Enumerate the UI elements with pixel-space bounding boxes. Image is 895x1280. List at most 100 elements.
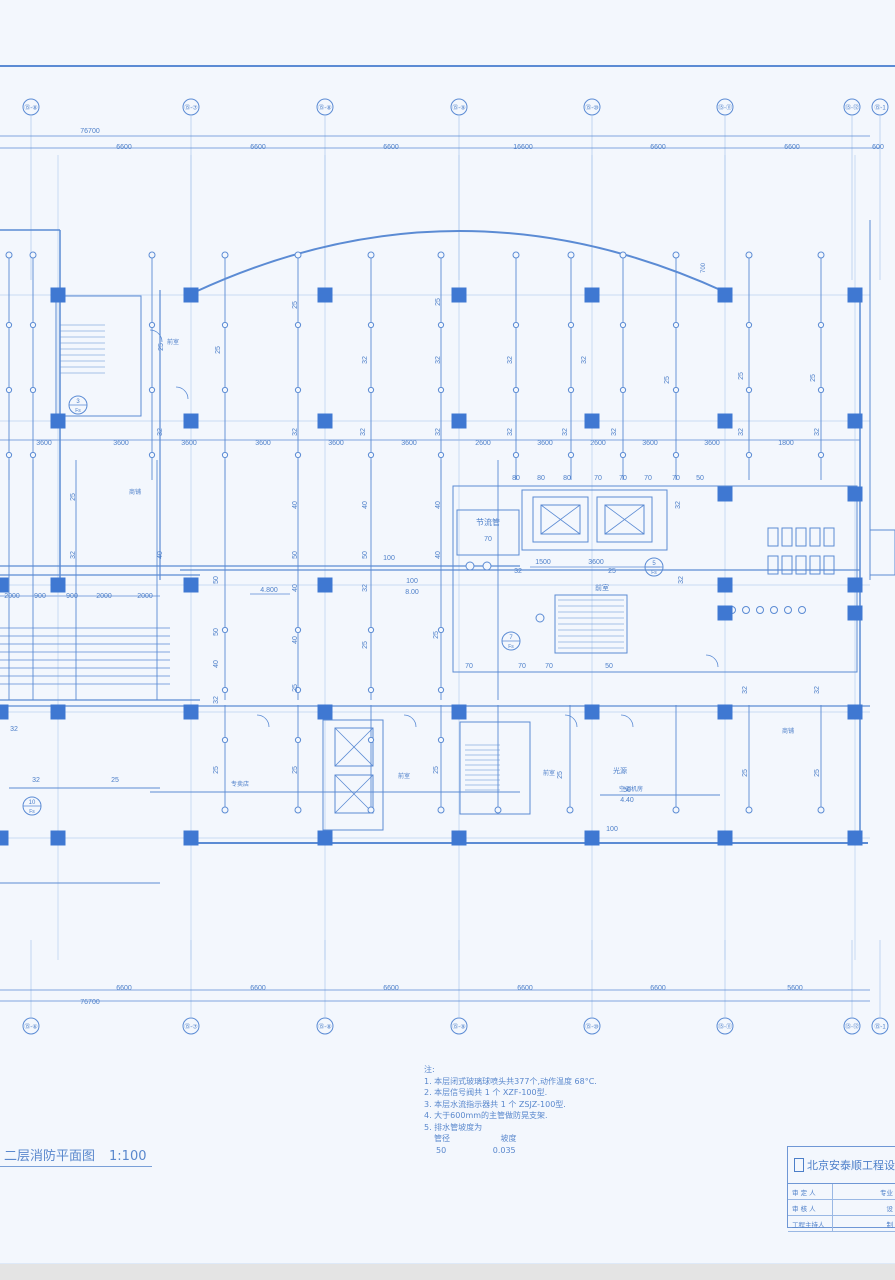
sprinkler-head-icon (817, 806, 825, 814)
elevation-800: 8.00 (405, 589, 419, 596)
pipe-size-label: 25 (292, 766, 299, 774)
sprinkler-head-icon (672, 386, 680, 394)
dimension-mid: 3600 (113, 440, 129, 447)
label-light-source: 光源 (613, 766, 627, 775)
toilet-stall (767, 555, 779, 575)
dimension-mid: 3600 (181, 440, 197, 447)
structural-column (0, 577, 9, 593)
dimension-mid: 3600 (328, 440, 344, 447)
dimension-mid: 3600 (537, 440, 553, 447)
note-item: 3. 本层水流指示器共 1 个 ZSJZ-100型. (424, 1099, 566, 1109)
structural-column (50, 704, 66, 720)
toilet-stall (809, 555, 821, 575)
dimension-bottom: 6600 (383, 985, 399, 992)
structural-column (317, 287, 333, 303)
row-label: 审 核 人 (788, 1200, 833, 1215)
sprinkler-head-icon (148, 451, 156, 459)
pipe-size-label: 25 (608, 568, 616, 575)
pipe-size-label: 25 (435, 298, 442, 306)
door-swing (256, 714, 270, 728)
axis-label-top: ⑮-⑧ (24, 104, 37, 112)
dimension-total-bottom: 76700 (80, 999, 100, 1006)
pipe-size-label: 40 (157, 551, 164, 559)
axis-label-top: ⑮-⑪ (718, 104, 732, 112)
dimension-arc: 700 (701, 262, 707, 273)
elevator-block (521, 489, 668, 551)
sprinkler-head-icon (619, 321, 627, 329)
fire-tag-sub: Fs (75, 408, 81, 414)
sprinkler-head-icon (494, 806, 502, 814)
pipe-size-label: 32 (507, 356, 514, 364)
notes-block: 注: 1. 本层闭式玻璃球喷头共377个,动作温度 68°C. 2. 本层信号阀… (424, 1064, 724, 1156)
pipe-size-label: 25 (810, 374, 817, 382)
door-swing (403, 714, 417, 728)
pipe-size-label: 32 (435, 356, 442, 364)
elevator-x (540, 504, 581, 535)
elevator-x (334, 727, 374, 767)
axis-label-bottom: ⑮-⑥ (24, 1023, 37, 1031)
sprinkler-head-icon (294, 626, 302, 634)
fire-tag-number: 7 (509, 635, 513, 641)
pipe-size-label: 50 (292, 551, 299, 559)
sprinkler-head-icon (567, 451, 575, 459)
label-ac-room: 空调机房 (619, 785, 643, 793)
sprinkler-head-icon (29, 386, 37, 394)
door-swing (705, 654, 719, 668)
pipe-size-label: 32 (362, 584, 369, 592)
pipe-size-label: 25 (213, 766, 220, 774)
lower-elevator-block (322, 719, 384, 831)
sprinkler-head-icon (221, 806, 229, 814)
pipe-size-label: 70 (518, 663, 526, 670)
sprinkler-head-icon (5, 386, 13, 394)
sprinkler-head-icon (567, 386, 575, 394)
dimension-bottom: 5600 (787, 985, 803, 992)
elevator-car (604, 504, 645, 535)
valve-icon (482, 561, 492, 571)
structural-column (584, 704, 600, 720)
sprinkler-head-icon (294, 386, 302, 394)
pipe-size-label: 32 (157, 428, 164, 436)
sprinkler-head-icon (148, 321, 156, 329)
basin-icon (798, 606, 806, 614)
elevator-shaft (334, 774, 374, 814)
structural-column (183, 577, 199, 593)
title-block: 北京安泰顺工程设 审 定 人 专业 审 核 人 设 工程主持人 制 (787, 1146, 895, 1232)
dimension-mid: 3600 (704, 440, 720, 447)
sprinkler-head-icon (745, 806, 753, 814)
sprinkler-head-icon (367, 451, 375, 459)
sprinkler-head-icon (221, 686, 229, 694)
pipe-size-label: 32 (611, 428, 618, 436)
sprinkler-head-icon (221, 251, 229, 259)
pipe-size-label: 32 (10, 726, 18, 733)
slope-table-diameter: 50 (436, 1145, 447, 1155)
pipe-size-label: 32 (678, 576, 685, 584)
structural-column (584, 830, 600, 846)
structural-column (451, 704, 467, 720)
pipe-size-label: 70 (619, 475, 627, 482)
label-throttle-pipe: 节流管 (476, 517, 500, 527)
sprinkler-head-icon (619, 451, 627, 459)
label-front-room: 前室 (595, 583, 609, 592)
dimension-left: 2000 (137, 593, 153, 600)
structural-column (847, 605, 863, 621)
axis-label-top: ⑮-⑫ (845, 104, 859, 112)
pipe-size-label: 25 (557, 771, 564, 779)
axis-label-bottom: ⑮-⑩ (585, 1023, 598, 1031)
sprinkler-head-icon (437, 451, 445, 459)
note-item: 4. 大于600mm的主管做防晃支架. (424, 1111, 548, 1120)
row-label: 审 定 人 (788, 1184, 833, 1199)
note-item: 2. 本层信号阀共 1 个 XZF-100型. (424, 1088, 548, 1097)
structural-column (717, 577, 733, 593)
sprinkler-head-icon (567, 251, 575, 259)
structural-column (50, 830, 66, 846)
sprinkler-head-icon (817, 251, 825, 259)
structural-column (451, 830, 467, 846)
dimension-top: 6600 (250, 144, 266, 151)
axis-label-top: ⑮-⑧ (318, 104, 331, 112)
pipe-size-label: 25 (738, 372, 745, 380)
pipe-size-label: 32 (581, 356, 588, 364)
dimension-top: 6600 (116, 144, 132, 151)
pipe-size-label: 50 (605, 663, 613, 670)
title-block-row: 审 核 人 设 (788, 1200, 895, 1216)
exterior-door (869, 529, 895, 576)
